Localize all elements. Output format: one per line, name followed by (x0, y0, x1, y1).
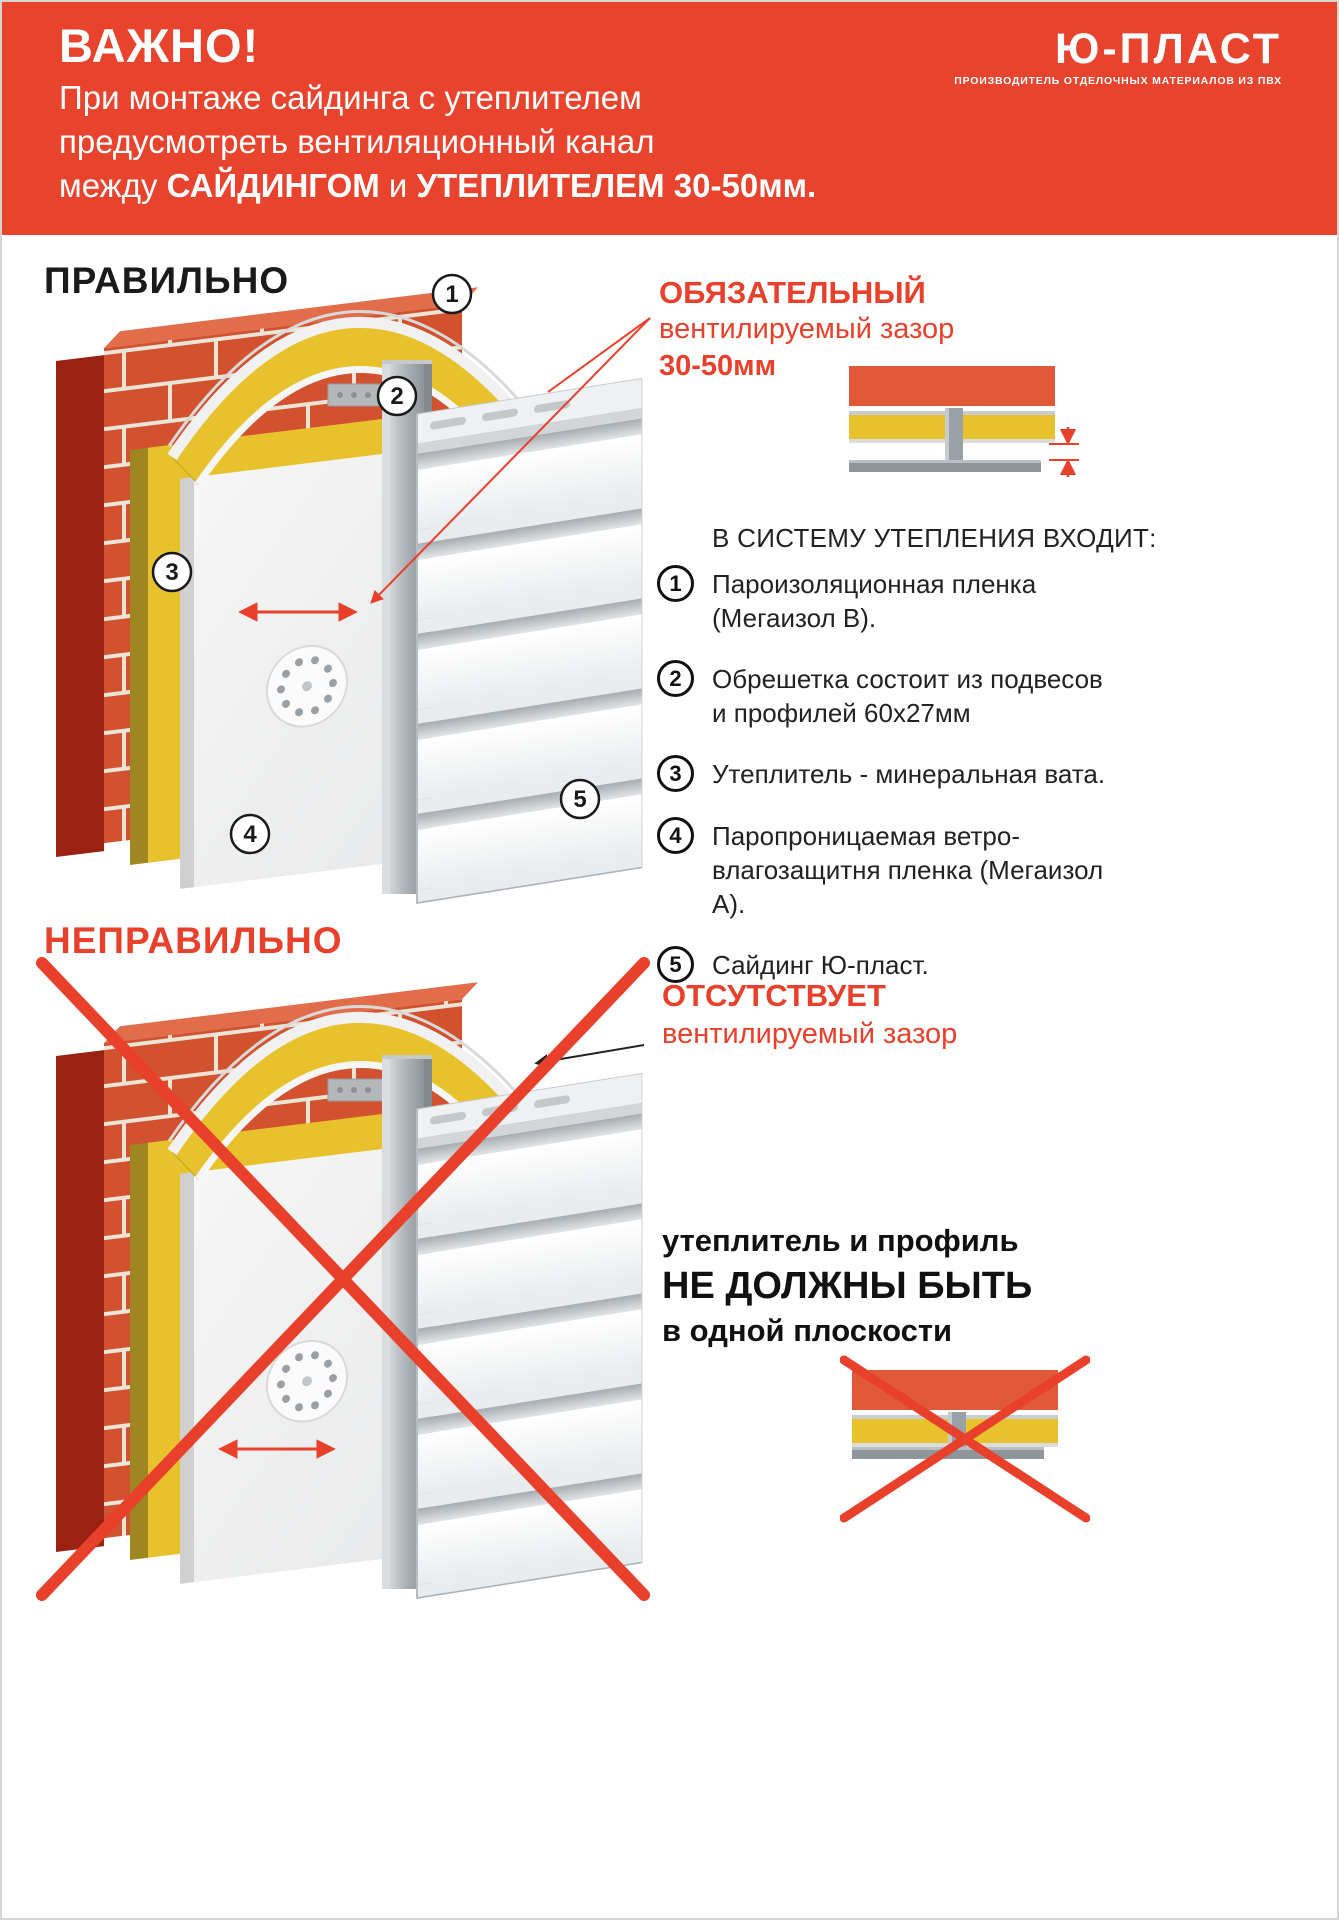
header-line-3: между САЙДИНГОМ и УТЕПЛИТЕЛЕМ 30-50мм. (59, 167, 817, 204)
item-number-badge: 3 (657, 755, 694, 792)
list-item-5: 5 Сайдинг Ю-пласт. (657, 946, 1137, 983)
red-cross-icon (36, 957, 650, 1601)
gap-note-line-2: вентилируемый зазор (659, 313, 955, 345)
item-text: Паропроницаемая ветро-влагозащитня пленк… (712, 821, 1104, 919)
header-line-1: При монтаже сайдинга с утеплителем (59, 79, 642, 116)
warning-line-2: НЕ ДОЛЖНЫ БЫТЬ (662, 1265, 1033, 1307)
callout-number-3: 3 (151, 551, 193, 593)
missing-note-line-1: ОТСУТСТВУЕТ (662, 978, 886, 1013)
list-item-4: 4 Паропроницаемая ветро-влагозащитня пле… (657, 817, 1137, 921)
incorrect-assembly-diagram (36, 957, 650, 1607)
callout-number-2: 2 (376, 375, 418, 417)
item-number-badge: 5 (657, 946, 694, 983)
svg-text:3: 3 (165, 559, 178, 586)
brand-logo-text: Ю-ПЛАСТ (1055, 25, 1282, 73)
item-text: Обрешетка состоит из подвесов и профилей… (712, 664, 1103, 728)
callout-number-5: 5 (559, 778, 601, 820)
item-number-badge: 4 (657, 817, 694, 854)
list-item-3: 3 Утеплитель - минеральная вата. (657, 755, 1137, 792)
item-number-badge: 2 (657, 660, 694, 697)
warning-line-1: утеплитель и профиль (662, 1223, 1019, 1258)
gap-measure-arrows (1049, 427, 1079, 477)
callout-number-1: 1 (431, 273, 473, 315)
brand-tagline: ПРОИЗВОДИТЕЛЬ ОТДЕЛОЧНЫХ МАТЕРИАЛОВ ИЗ П… (954, 75, 1282, 87)
list-item-2: 2 Обрешетка состоит из подвесов и профил… (657, 660, 1137, 730)
missing-note-line-2: вентилируемый зазор (662, 1018, 958, 1050)
correct-section-heading: ПРАВИЛЬНО (44, 260, 290, 301)
header-banner: ВАЖНО! При монтаже сайдинга с утеплителе… (2, 2, 1337, 235)
warning-line-3: в одной плоскости (662, 1313, 953, 1348)
brand-logo: Ю-ПЛАСТ ПРОИЗВОДИТЕЛЬ ОТДЕЛОЧНЫХ МАТЕРИА… (954, 26, 1282, 87)
vent-gap-cross-section (849, 366, 1079, 477)
gap-note-line-1: ОБЯЗАТЕЛЬНЫЙ (659, 275, 926, 310)
system-items-list: 1 Пароизоляционная пленка (Мегаизол В). … (657, 565, 1137, 983)
callout-number-4: 4 (229, 813, 271, 855)
list-item-1: 1 Пароизоляционная пленка (Мегаизол В). (657, 565, 1137, 635)
same-plane-warning: утеплитель и профиль НЕ ДОЛЖНЫ БЫТЬ в од… (662, 1220, 1032, 1352)
mandatory-gap-note: ОБЯЗАТЕЛЬНЫЙ вентилируемый зазор 30-50мм (659, 274, 954, 385)
no-gap-cross-section (840, 1355, 1090, 1523)
svg-text:4: 4 (243, 821, 257, 848)
svg-text:5: 5 (573, 786, 586, 813)
item-text: Пароизоляционная пленка (Мегаизол В). (712, 569, 1037, 633)
item-number-badge: 1 (657, 565, 694, 602)
red-cross-icon (840, 1355, 1090, 1523)
gap-note-line-3: 30-50мм (659, 350, 777, 382)
vent-gap-annotation-lines (238, 317, 651, 622)
svg-text:1: 1 (445, 281, 458, 308)
incorrect-section-heading: НЕПРАВИЛЬНО (44, 920, 343, 961)
important-title: ВАЖНО! (59, 19, 260, 72)
svg-text:2: 2 (390, 383, 403, 410)
correct-assembly-diagram: 1 2 3 4 5 (32, 273, 651, 912)
header-line-2: предусмотреть вентиляционный канал (59, 123, 655, 160)
header-text: При монтаже сайдинга с утеплителем преду… (59, 76, 816, 208)
item-text: Утеплитель - минеральная вата. (712, 759, 1106, 789)
system-heading: В СИСТЕМУ УТЕПЛЕНИЯ ВХОДИТ: (712, 523, 1157, 553)
missing-gap-note: ОТСУТСТВУЕТ вентилируемый зазор (662, 977, 957, 1053)
item-text: Сайдинг Ю-пласт. (712, 950, 929, 980)
